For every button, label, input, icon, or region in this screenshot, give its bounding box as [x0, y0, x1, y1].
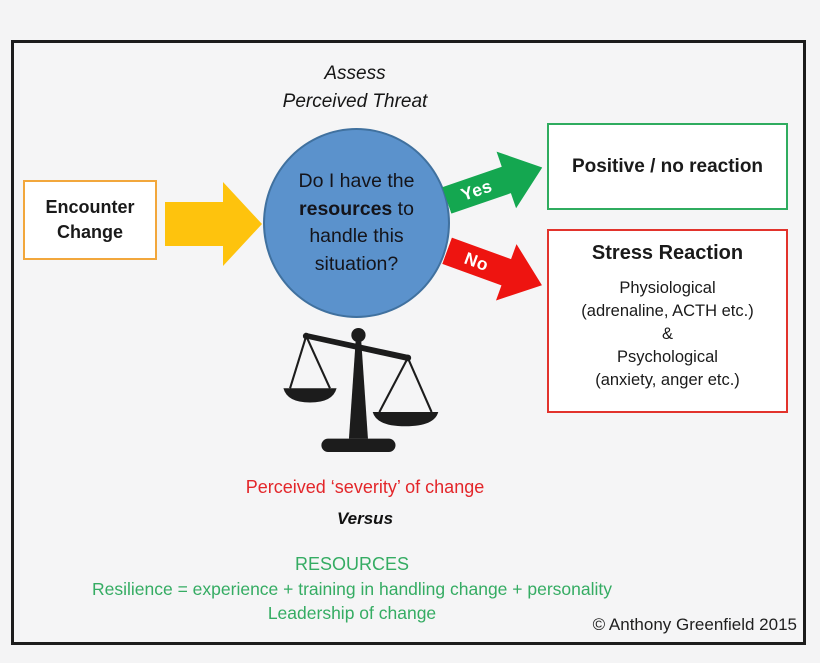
resources-resilience-line: Resilience = experience + training in ha…: [92, 579, 612, 599]
no-arrow-icon: No: [437, 223, 552, 314]
title-line-2: Perceived Threat: [282, 91, 428, 112]
title-line-1: Assess: [324, 63, 386, 84]
stress-line-physiological: Physiological: [619, 279, 716, 297]
encounter-change-box: Encounter Change: [23, 180, 157, 260]
versus-label: Versus: [336, 509, 394, 528]
balance-scale-icon: [276, 318, 458, 470]
decision-bold-word: resources: [299, 197, 393, 220]
stress-line-anxiety: (anxiety, anger etc.): [595, 371, 740, 389]
stress-line-adrenaline: (adrenaline, ACTH etc.): [581, 302, 754, 320]
yes-arrow-icon: Yes: [437, 139, 552, 229]
severity-label: Perceived ‘severity’ of change: [245, 477, 485, 497]
resources-title: RESOURCES: [294, 554, 410, 574]
yellow-arrow-icon: [165, 182, 262, 266]
positive-reaction-label: Positive / no reaction: [571, 155, 764, 177]
stress-line-ampersand: &: [661, 325, 673, 343]
resources-block: RESOURCES Resilience = experience + trai…: [17, 552, 687, 625]
positive-reaction-box: Positive / no reaction: [547, 123, 788, 210]
encounter-change-label: Encounter Change: [45, 197, 135, 242]
page-title: Assess Perceived Threat: [230, 60, 480, 116]
decision-question: Do I have the resources to handle this s…: [298, 170, 415, 275]
stress-reaction-box: Stress Reaction Physiological (adrenalin…: [547, 229, 788, 413]
stress-line-psychological: Psychological: [617, 348, 718, 366]
copyright-notice: © Anthony Greenfield 2015: [592, 615, 797, 634]
stress-reaction-title: Stress Reaction: [591, 242, 744, 264]
decision-circle: Do I have the resources to handle this s…: [263, 128, 450, 318]
resources-leadership-line: Leadership of change: [267, 603, 437, 623]
